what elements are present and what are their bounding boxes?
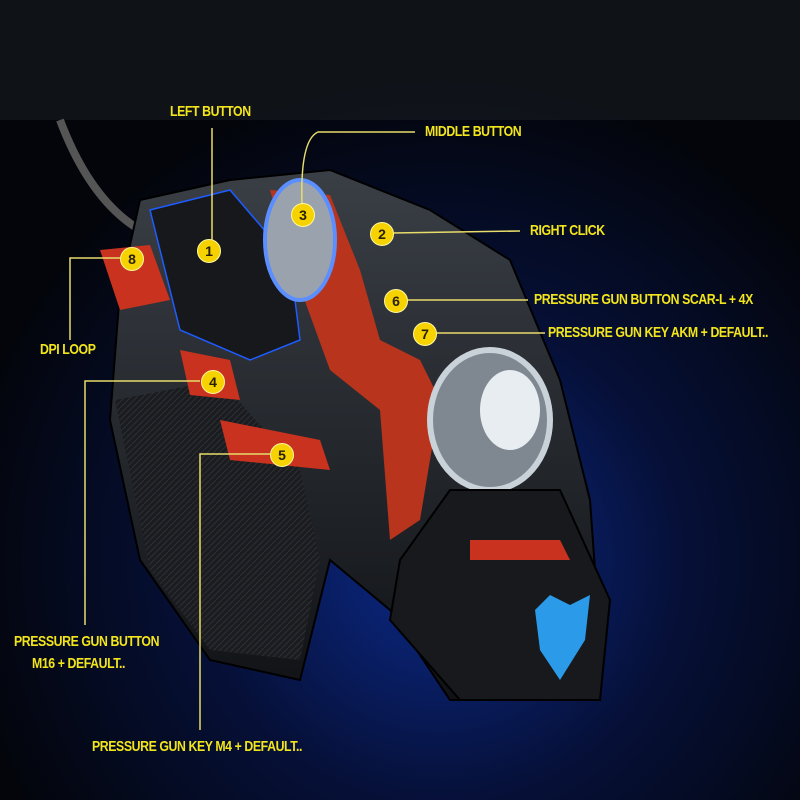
marker-3: 3 [291, 203, 315, 227]
label-m4: PRESSURE GUN KEY M4 + DEFAULT.. [92, 738, 302, 755]
label-left-button: LEFT BUTTON [170, 103, 251, 120]
cable [56, 118, 143, 234]
marker-8: 8 [120, 247, 144, 271]
scroll-wheel [263, 178, 337, 302]
leader-lines [69, 128, 545, 730]
left-button-shell [149, 189, 301, 361]
label-m16-line1: PRESSURE GUN BUTTON [14, 633, 160, 650]
marker-4: 4 [201, 370, 225, 394]
label-akm: PRESSURE GUN KEY AKM + DEFAULT.. [548, 324, 769, 341]
marker-5: 5 [270, 443, 294, 467]
marker-1: 1 [197, 239, 221, 263]
label-dpi-loop: DPI LOOP [40, 341, 96, 358]
marker-2: 2 [370, 222, 394, 246]
marker-7: 7 [413, 322, 437, 346]
label-middle-button: MIDDLE BUTTON [425, 123, 522, 140]
label-m16-line2: M16 + DEFAULT.. [32, 655, 126, 672]
red-trim [100, 245, 170, 310]
wolf-logo [535, 595, 590, 680]
label-right-click: RIGHT CLICK [530, 222, 605, 239]
label-scar: PRESSURE GUN BUTTON SCAR-L + 4X [534, 291, 753, 308]
marker-6: 6 [384, 289, 408, 313]
